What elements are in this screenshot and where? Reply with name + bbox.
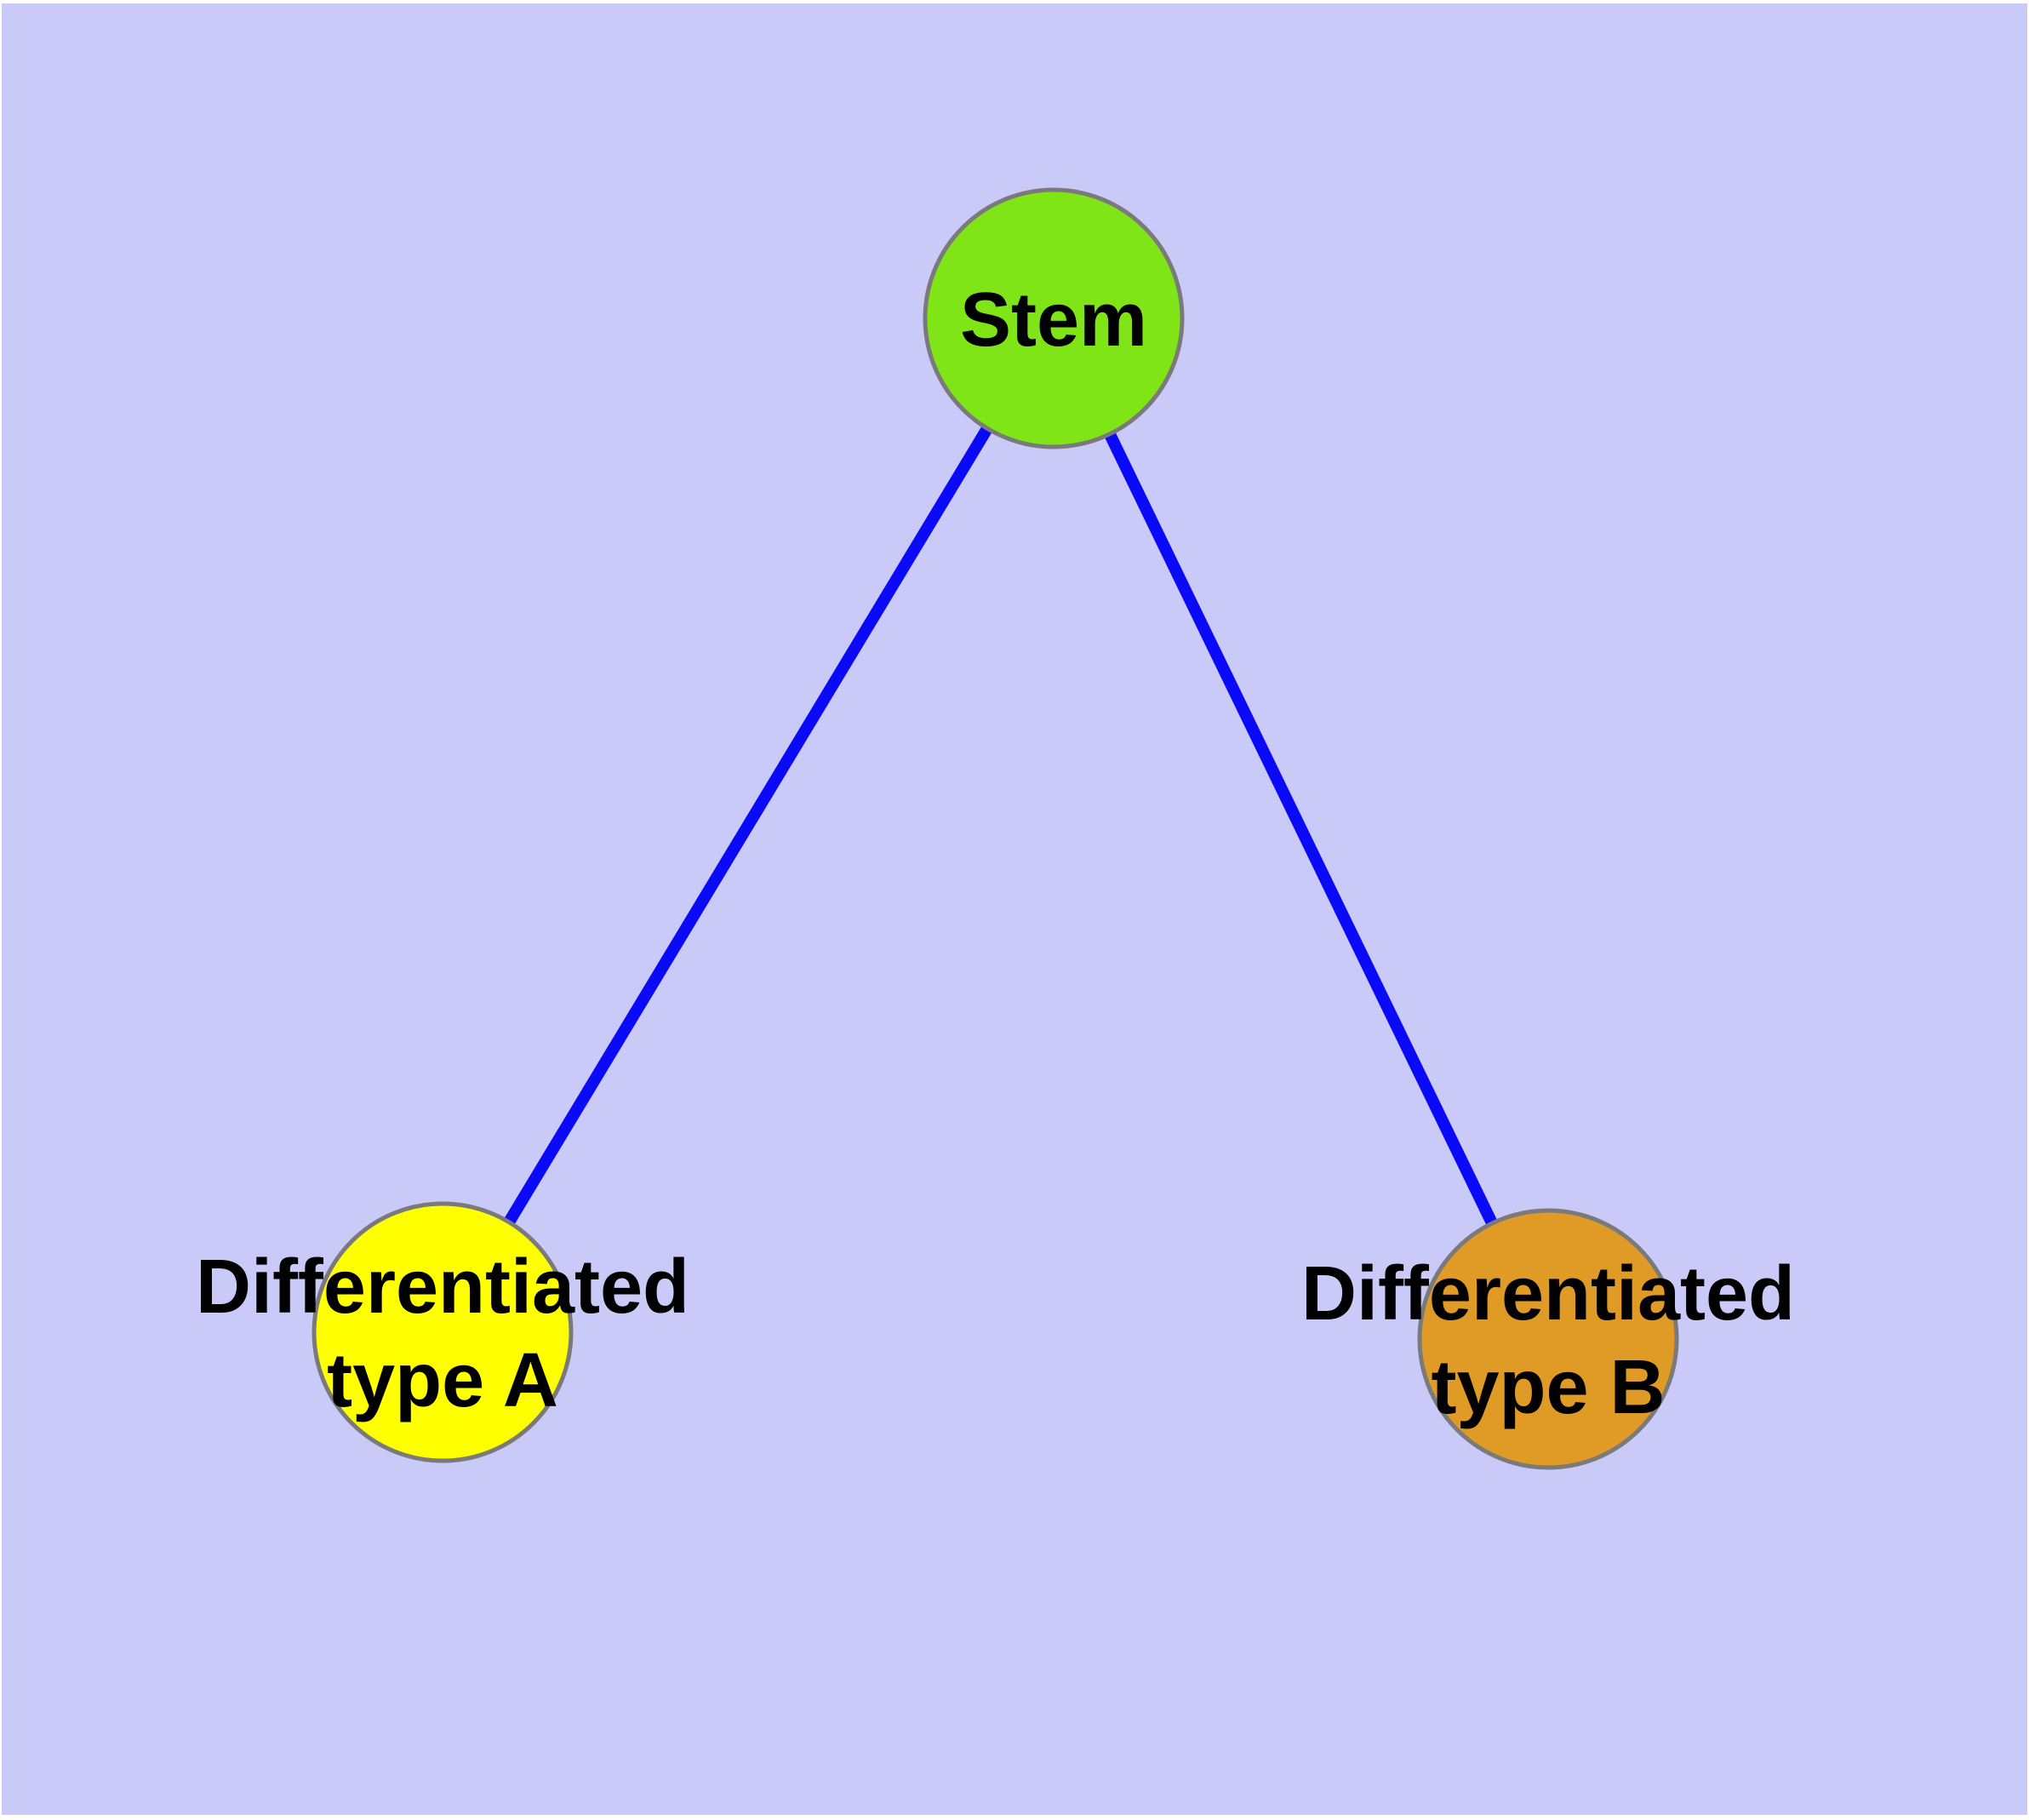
node-label-line: Differentiated <box>196 1245 689 1330</box>
node-label-line: type B <box>1431 1345 1665 1430</box>
node-circle-stem <box>923 187 1185 449</box>
node-label-line: type A <box>327 1338 558 1423</box>
node-circle-diff-b <box>1417 1208 1679 1470</box>
node-label-line: Stem <box>960 278 1147 363</box>
node-label-line: Differentiated <box>1301 1251 1795 1336</box>
edge-stem-to-diff-a <box>437 315 1059 1336</box>
node-label-diff-b: Differentiated type B <box>1301 1251 1795 1430</box>
node-circle-diff-a <box>311 1201 574 1463</box>
node-label-stem: Stem <box>960 278 1147 363</box>
edges-layer <box>437 315 1554 1342</box>
nodes-layer <box>311 187 1679 1470</box>
edge-stem-to-diff-b <box>1048 315 1554 1342</box>
